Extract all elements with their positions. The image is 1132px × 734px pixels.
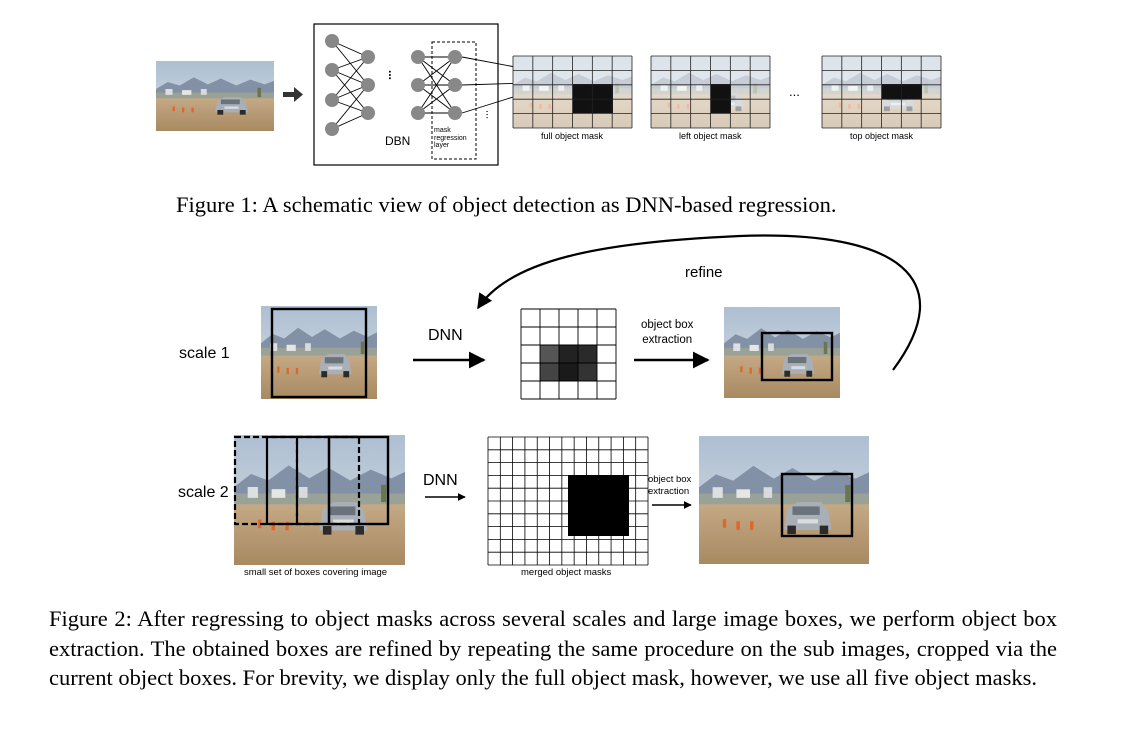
mask-regression-layer-label: mask regression layer <box>434 127 467 150</box>
scale1-label: scale 1 <box>179 345 230 362</box>
scale1-dnn-label: DNN <box>428 327 463 344</box>
fig1-input-photo <box>156 61 274 131</box>
figure2-caption: Figure 2: After regressing to object mas… <box>49 606 1057 691</box>
extraction-line: extraction <box>648 486 690 498</box>
scale1-mask-grid <box>520 308 617 400</box>
outputs-ellipsis: ... <box>483 110 496 120</box>
boxes-label: small set of boxes covering image <box>244 567 388 578</box>
scale2-label: scale 2 <box>178 484 229 501</box>
dbn-nodes <box>325 34 462 136</box>
fig1-input-arrow <box>283 87 303 102</box>
refine-label: refine <box>685 264 723 281</box>
scale2-extraction-label: object box extraction <box>648 474 691 499</box>
extraction-line: object box <box>641 319 694 331</box>
hidden-layers-ellipsis: ... <box>385 70 400 81</box>
top-object-mask-label: top object mask <box>850 131 914 141</box>
merged-masks-label: merged object masks <box>521 567 612 578</box>
layer-label-line: layer <box>434 142 450 150</box>
scale2-dnn-label: DNN <box>423 472 458 489</box>
scale2-result-photo <box>699 436 869 564</box>
layer-label-line: mask <box>434 127 451 134</box>
extraction-line: object box <box>648 474 692 485</box>
scale1-extraction-label: object box extraction <box>641 318 693 348</box>
dbn-label: DBN <box>385 134 411 148</box>
scale1-result-photo <box>724 307 840 398</box>
scale1-photo <box>261 306 377 399</box>
scale2-merged-mask-grid <box>487 436 649 566</box>
fig1-mask-grids <box>512 55 942 129</box>
masks-ellipsis: ... <box>789 84 800 99</box>
extraction-line: extraction <box>642 333 693 346</box>
layer-label-line: regression <box>434 134 467 142</box>
scale2-photo <box>233 435 405 565</box>
figure1-caption: Figure 1: A schematic view of object det… <box>176 192 837 217</box>
left-object-mask-label: left object mask <box>679 131 742 141</box>
mask-regression-layer-box <box>431 41 477 160</box>
refine-arrow <box>477 234 922 371</box>
full-object-mask-label: full object mask <box>541 131 604 141</box>
